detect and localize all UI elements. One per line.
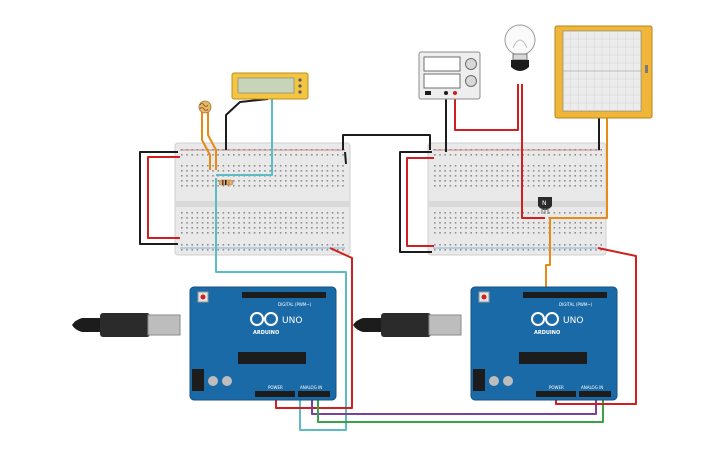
arduino-uno-left[interactable]: ARDUINO UNO DIGITAL (PWM~) POWER ANALOG …	[72, 286, 337, 401]
power-label: POWER	[549, 385, 564, 390]
breadboard-left[interactable]	[174, 142, 351, 256]
digital-header[interactable]	[523, 292, 607, 298]
transistor-icon[interactable]: N	[538, 197, 552, 214]
analog-header[interactable]	[298, 391, 330, 397]
oscilloscope-icon[interactable]	[554, 25, 653, 119]
wire-orange-ldr-a[interactable]	[201, 112, 211, 170]
arduino-model: UNO	[282, 316, 302, 326]
wire-orange-ldr-b[interactable]	[207, 112, 217, 170]
photoresistor-icon[interactable]	[198, 100, 212, 114]
power-header[interactable]	[536, 391, 576, 397]
wire-red-supply[interactable]	[454, 84, 519, 131]
resistor-icon[interactable]	[218, 179, 234, 186]
transistor-label: N	[542, 200, 547, 207]
atmega-chip	[238, 352, 306, 364]
arduino-brand: ARDUINO	[534, 330, 560, 336]
digital-label: DIGITAL (PWM~)	[559, 302, 593, 307]
arduino-logo-icon	[250, 312, 278, 326]
wire-black-bridge[interactable]	[342, 134, 431, 150]
wire-black-right-rail[interactable]	[399, 151, 432, 253]
arduino-model: UNO	[563, 316, 583, 326]
power-supply-icon[interactable]	[418, 51, 481, 100]
arduino-uno-right[interactable]: ARDUINO UNO DIGITAL (PWM~) POWER ANALOG …	[353, 286, 618, 401]
analog-header[interactable]	[579, 391, 611, 397]
digital-label: DIGITAL (PWM~)	[278, 302, 312, 307]
reset-button-icon[interactable]	[481, 294, 487, 300]
wire-black-meter[interactable]	[225, 98, 269, 150]
wire-orange-scope[interactable]	[545, 118, 608, 296]
arduino-logo-icon	[531, 312, 559, 326]
usb-cable-icon[interactable]	[72, 313, 181, 337]
wire-cyan-meter[interactable]	[216, 99, 273, 176]
power-header[interactable]	[255, 391, 295, 397]
reset-button-icon[interactable]	[200, 294, 206, 300]
atmega-chip	[519, 352, 587, 364]
wire-black-left-rail[interactable]	[139, 151, 178, 245]
power-label: POWER	[268, 385, 283, 390]
analog-label: ANALOG IN	[300, 385, 322, 390]
wire-black-left-rail-right[interactable]	[344, 151, 347, 165]
wire-red-5v-left[interactable]	[275, 247, 353, 409]
wire-red-bulb[interactable]	[521, 84, 545, 219]
multimeter-icon[interactable]	[231, 72, 309, 100]
analog-label: ANALOG IN	[581, 385, 603, 390]
breadboard-right[interactable]	[427, 142, 607, 256]
wire-cyan-analog[interactable]	[215, 178, 347, 431]
wire-green-link[interactable]	[317, 392, 604, 423]
wire-red-right-rail[interactable]	[406, 157, 434, 247]
wire-red-left-rail[interactable]	[147, 156, 180, 239]
usb-cable-icon[interactable]	[353, 313, 462, 337]
light-bulb-icon[interactable]	[504, 24, 536, 71]
arduino-brand: ARDUINO	[253, 330, 279, 336]
digital-header[interactable]	[242, 292, 326, 298]
